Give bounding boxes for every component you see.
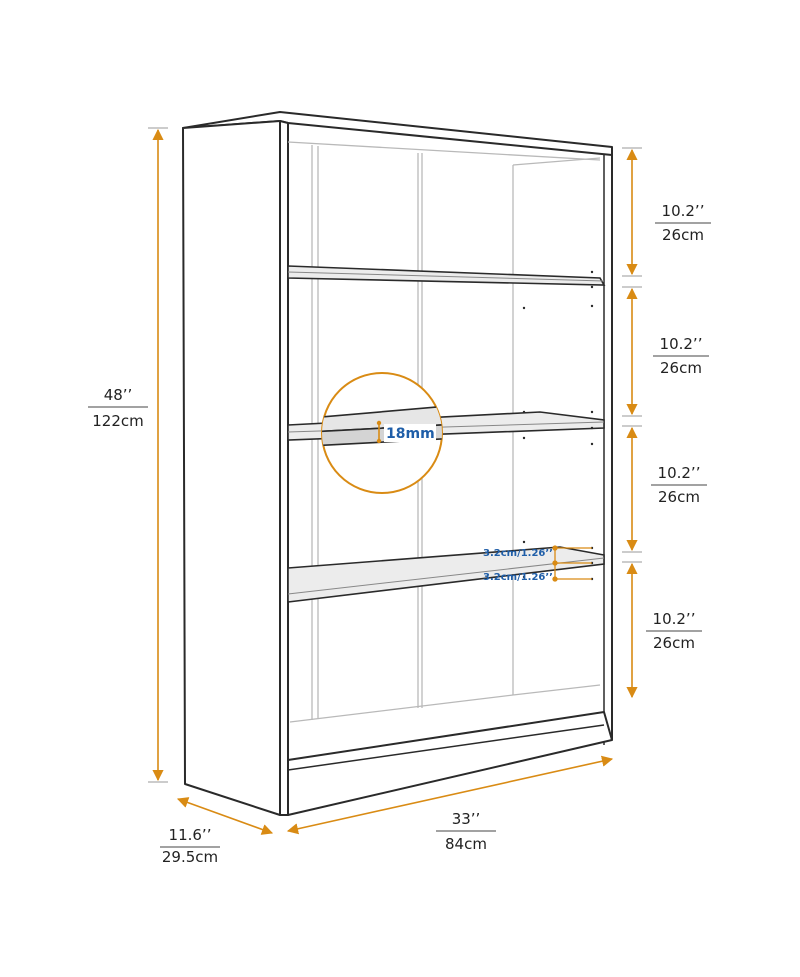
height-dimension: 48’’ 122cm: [88, 127, 168, 783]
hole-spacing-callout: [552, 545, 592, 582]
shelf-1: [287, 265, 606, 286]
width-inch: 33’’: [452, 810, 481, 828]
hole-spacing-label-1: 3.2cm/1.26’’: [483, 548, 553, 559]
width-cm: 84cm: [445, 835, 487, 853]
hole-spacing-label-2: 3.2cm/1.26’’: [483, 572, 553, 583]
shelf-spacing-1-cm: 26cm: [662, 226, 704, 244]
depth-dimension: 11.6’’ 29.5cm: [160, 797, 274, 866]
shelf-spacing-3-inch: 10.2’’: [658, 464, 701, 482]
shelf-spacing-1-inch: 10.2’’: [662, 202, 705, 220]
shelf-3: [287, 546, 605, 603]
shelf-pin-holes: [522, 270, 594, 581]
shelf-spacing-dimensions: 10.2’’ 26cm 10.2’’ 26cm 10.2’’ 26cm 10.2…: [622, 147, 711, 699]
bookshelf-left-side: [182, 120, 289, 816]
shelf-spacing-4-inch: 10.2’’: [653, 610, 696, 628]
depth-inch: 11.6’’: [169, 826, 212, 844]
shelf-thickness-label: 18mm: [386, 426, 435, 442]
shelf-spacing-2-inch: 10.2’’: [660, 335, 703, 353]
shelf-spacing-3-cm: 26cm: [658, 488, 700, 506]
width-dimension: 33’’ 84cm: [286, 755, 614, 853]
shelf-spacing-2-cm: 26cm: [660, 359, 702, 377]
height-inch: 48’’: [104, 386, 133, 404]
depth-cm: 29.5cm: [162, 848, 218, 866]
shelf-thickness-zoom: 18mm: [321, 372, 443, 494]
height-cm: 122cm: [92, 412, 144, 430]
shelf-spacing-4-cm: 26cm: [653, 634, 695, 652]
